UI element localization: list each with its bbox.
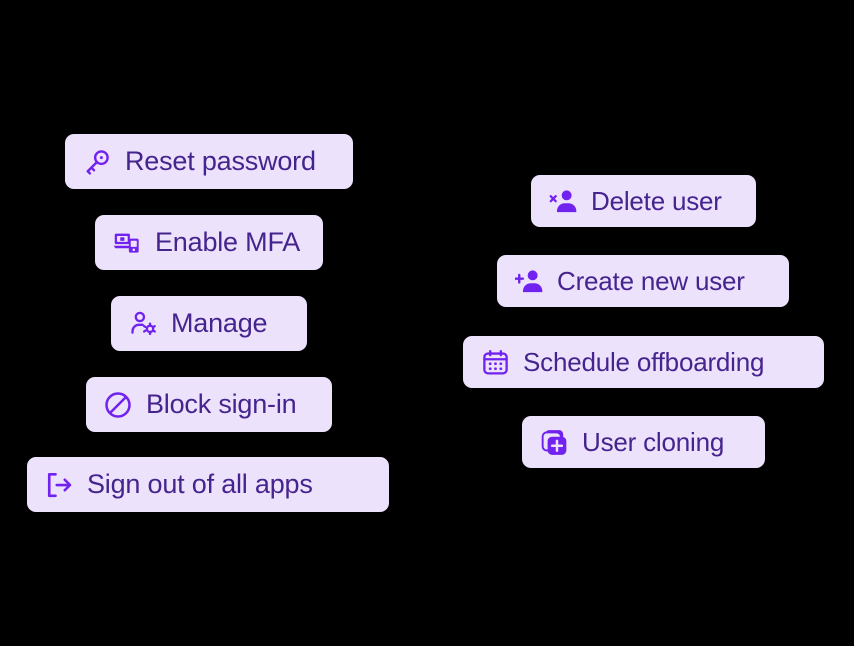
schedule-offboarding-label: Schedule offboarding <box>523 347 765 377</box>
manage-button[interactable]: Manage <box>111 296 307 351</box>
delete-user-button[interactable]: Delete user <box>531 175 756 227</box>
mfa-devices-icon <box>112 228 142 258</box>
reset-password-label: Reset password <box>125 146 316 176</box>
calendar-icon <box>480 347 510 377</box>
enable-mfa-label: Enable MFA <box>155 227 301 257</box>
copy-plus-icon <box>539 427 569 457</box>
create-new-user-button[interactable]: Create new user <box>497 255 789 307</box>
user-remove-icon <box>548 186 578 216</box>
key-icon <box>82 147 112 177</box>
manage-label: Manage <box>171 308 268 338</box>
create-new-user-label: Create new user <box>557 266 745 296</box>
user-add-icon <box>514 266 544 296</box>
reset-password-button[interactable]: Reset password <box>65 134 353 189</box>
sign-out-icon <box>44 470 74 500</box>
user-gear-icon <box>128 309 158 339</box>
user-cloning-label: User cloning <box>582 427 725 457</box>
user-cloning-button[interactable]: User cloning <box>522 416 765 468</box>
block-sign-in-button[interactable]: Block sign-in <box>86 377 332 432</box>
sign-out-of-all-apps-label: Sign out of all apps <box>87 469 313 499</box>
schedule-offboarding-button[interactable]: Schedule offboarding <box>463 336 824 388</box>
sign-out-of-all-apps-button[interactable]: Sign out of all apps <box>27 457 389 512</box>
enable-mfa-button[interactable]: Enable MFA <box>95 215 323 270</box>
delete-user-label: Delete user <box>591 186 722 216</box>
prohibited-icon <box>103 390 133 420</box>
block-sign-in-label: Block sign-in <box>146 389 297 419</box>
